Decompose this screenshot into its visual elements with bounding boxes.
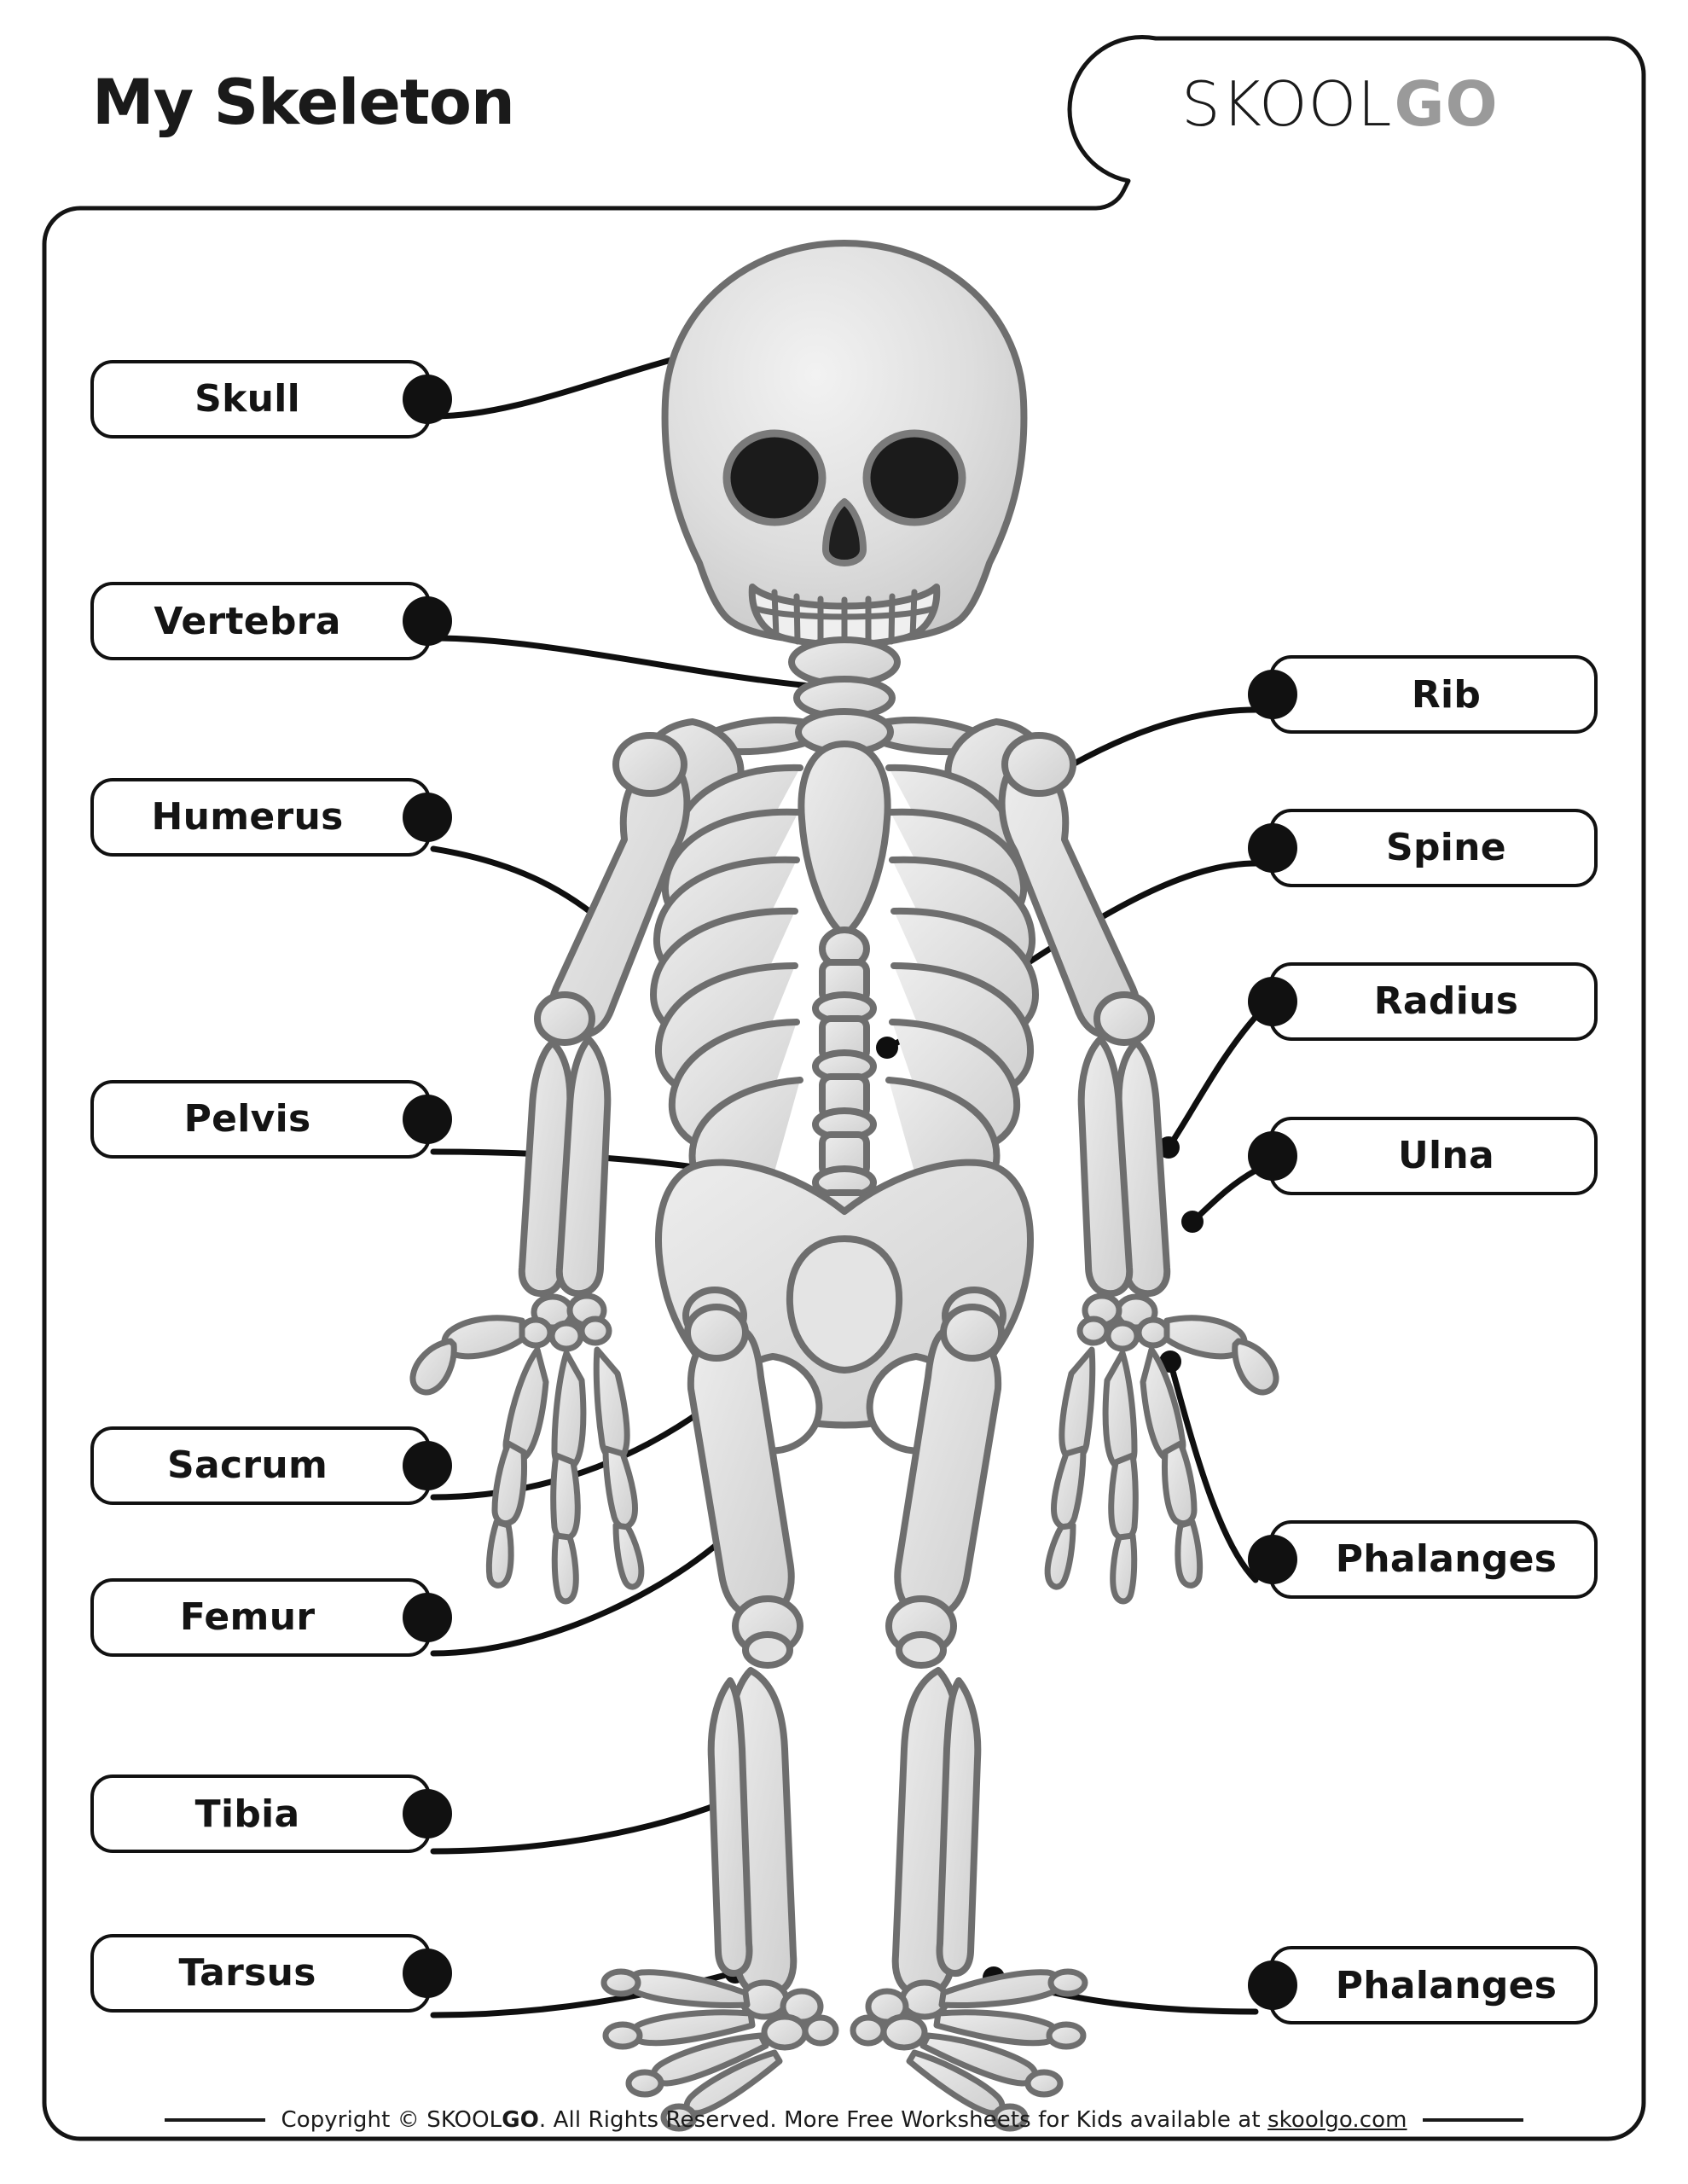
- label-pill-ulna-right-3[interactable]: Ulna: [1247, 1116, 1598, 1195]
- page-title: My Skeleton: [92, 67, 515, 139]
- footer-text-pre: Copyright © SKOOL: [281, 2107, 502, 2133]
- label-text: Skull: [194, 377, 301, 421]
- left-hand-group: [409, 1292, 645, 1605]
- footer-copyright: Copyright © SKOOLGO. All Rights Reserved…: [281, 2107, 1407, 2133]
- connector-dot-icon: [402, 1094, 452, 1144]
- right-foot-group: [850, 1968, 1088, 2132]
- label-text: Tibia: [194, 1792, 300, 1836]
- connector-dot-icon: [1247, 822, 1297, 873]
- footer-rule-right: [1422, 2118, 1523, 2122]
- left-leg-group: [684, 1304, 803, 1999]
- connector-dot-icon: [402, 792, 452, 842]
- label-text: Radius: [1373, 979, 1519, 1024]
- sacrum-bone: [786, 1235, 903, 1374]
- label-pill-phalanges-right-4[interactable]: Phalanges: [1247, 1519, 1598, 1599]
- label-text: Pelvis: [183, 1097, 311, 1141]
- label-text: Rib: [1411, 672, 1482, 717]
- connector-dot-icon: [1247, 670, 1297, 720]
- label-pill-vertebra-left-1[interactable]: Vertebra: [90, 582, 452, 661]
- label-text: Vertebra: [154, 599, 341, 643]
- label-pill-pelvis-left-3[interactable]: Pelvis: [90, 1079, 452, 1159]
- label-pill-tibia-left-6[interactable]: Tibia: [90, 1774, 452, 1854]
- connector-dot-icon: [402, 1948, 452, 1998]
- connector-dot-icon: [1247, 976, 1297, 1026]
- footer: Copyright © SKOOLGO. All Rights Reserved…: [0, 2107, 1688, 2133]
- sternum-group: [798, 741, 891, 938]
- label-text: Phalanges: [1335, 1537, 1557, 1582]
- connector-dot-icon: [402, 374, 452, 424]
- footer-text-mid: . All Rights Reserved. More Free Workshe…: [538, 2107, 1267, 2133]
- connector-dot-icon: [1247, 1534, 1297, 1584]
- label-text: Sacrum: [167, 1443, 328, 1487]
- label-text: Ulna: [1397, 1134, 1494, 1178]
- left-foot-group: [600, 1968, 839, 2132]
- label-text: Spine: [1386, 826, 1506, 870]
- label-pill-tarsus-left-7[interactable]: Tarsus: [90, 1933, 452, 2013]
- label-text: Humerus: [151, 795, 344, 839]
- label-pill-sacrum-left-4[interactable]: Sacrum: [90, 1426, 452, 1505]
- label-text: Tarsus: [178, 1951, 316, 1995]
- logo-text-skool: SKOOL: [1181, 68, 1393, 140]
- footer-text-go: GO: [502, 2107, 539, 2133]
- skull-group: [661, 240, 1028, 648]
- connector-dot-icon: [1247, 1130, 1297, 1181]
- connector-dot-icon: [402, 1789, 452, 1839]
- label-pill-radius-right-2[interactable]: Radius: [1247, 961, 1598, 1041]
- label-pill-rib-right-0[interactable]: Rib: [1247, 655, 1598, 735]
- connector-dot-icon: [1247, 1960, 1297, 2011]
- label-text: Phalanges: [1335, 1963, 1557, 2007]
- connector-dot-icon: [402, 596, 452, 647]
- neck-vertebrae-group: [788, 636, 901, 720]
- skull-eye-left: [722, 429, 827, 526]
- footer-link-skoolgo[interactable]: skoolgo.com: [1267, 2107, 1407, 2133]
- skoolgo-logo: SKOOL GO: [1181, 68, 1499, 140]
- right-hand-group: [1044, 1292, 1279, 1605]
- label-pill-skull-left-0[interactable]: Skull: [90, 359, 452, 439]
- label-pill-femur-left-5[interactable]: Femur: [90, 1577, 452, 1657]
- skull-nose: [822, 498, 867, 566]
- right-leg-group: [885, 1304, 1005, 1999]
- label-pill-phalanges-right-5[interactable]: Phalanges: [1247, 1946, 1598, 2025]
- label-pill-spine-right-1[interactable]: Spine: [1247, 808, 1598, 887]
- connector-dot-icon: [402, 1592, 452, 1642]
- connector-dot-icon: [402, 1440, 452, 1490]
- footer-rule-left: [165, 2118, 266, 2122]
- label-text: Femur: [179, 1595, 316, 1640]
- skull-eye-right: [862, 429, 966, 526]
- ribcage-group: [650, 764, 1039, 1204]
- label-pill-humerus-left-2[interactable]: Humerus: [90, 777, 452, 857]
- left-arm-group: [518, 732, 691, 1298]
- logo-text-go: GO: [1394, 68, 1499, 140]
- right-arm-group: [998, 732, 1171, 1298]
